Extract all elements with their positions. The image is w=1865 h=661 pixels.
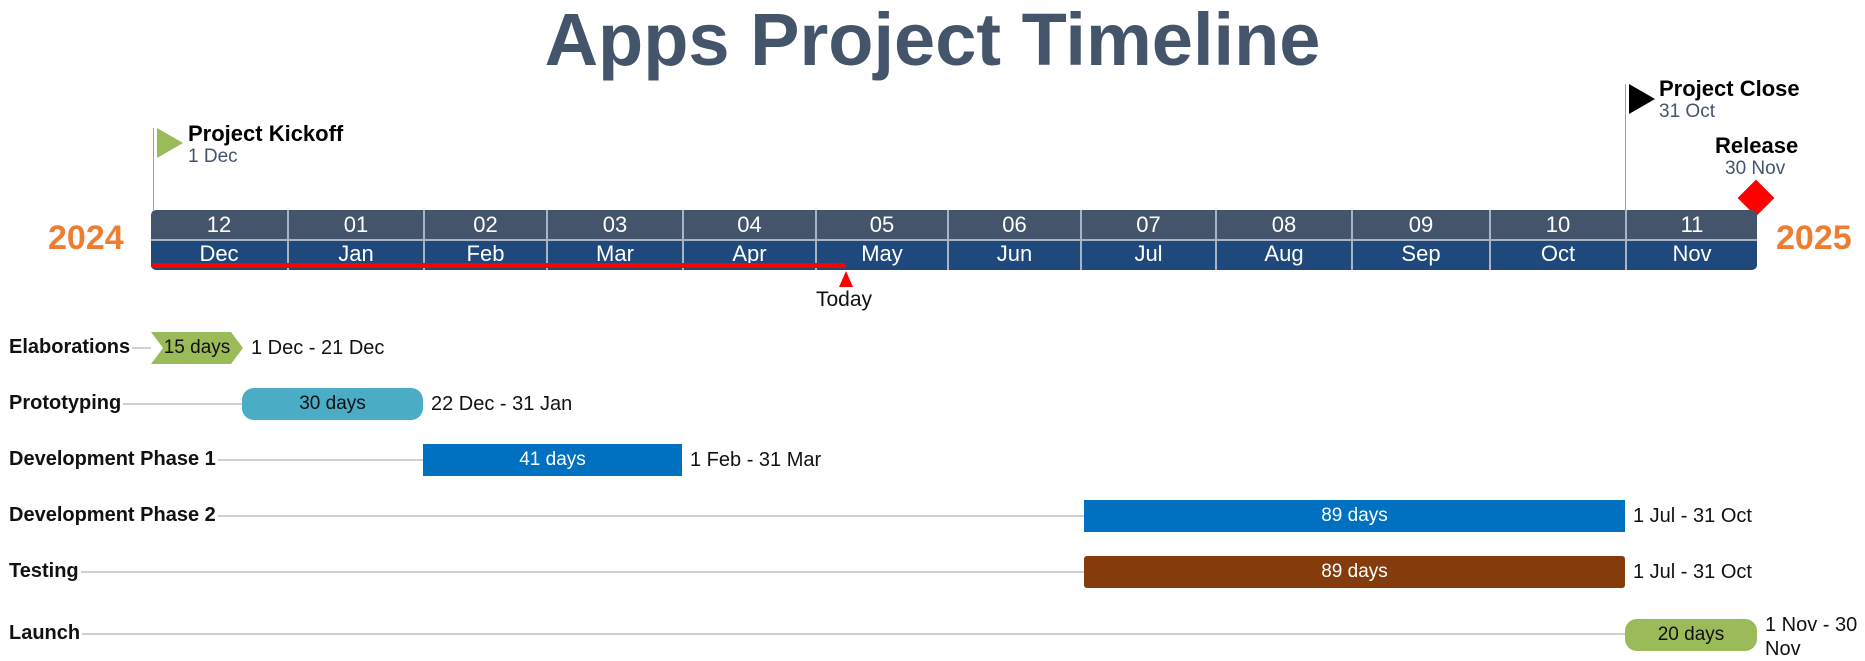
page-title: Apps Project Timeline xyxy=(544,0,1321,81)
timescale-month-name: Feb xyxy=(423,240,546,270)
year-end-label: 2025 xyxy=(1776,219,1852,257)
timescale-month-number: 09 xyxy=(1351,210,1489,240)
task-name: Launch xyxy=(9,622,83,645)
milestone-date: 30 Nov xyxy=(1725,158,1786,179)
task-dates: 1 Dec - 21 Dec xyxy=(251,337,385,359)
year-start-label: 2024 xyxy=(48,219,124,257)
task-dates: 22 Dec - 31 Jan xyxy=(431,393,573,415)
task-dates: 1 Nov - 30 Nov xyxy=(1765,614,1858,660)
task-row-line xyxy=(9,403,242,405)
task-name: Development Phase 2 xyxy=(9,504,218,527)
task-name: Testing xyxy=(9,560,81,583)
flag-pole xyxy=(1625,84,1626,210)
task-dates: 1 Feb - 31 Mar xyxy=(690,449,822,471)
timescale-month-number: 07 xyxy=(1080,210,1215,240)
timescale-month-number: 01 xyxy=(287,210,423,240)
flag-icon xyxy=(1629,84,1655,114)
milestone-title: Release xyxy=(1715,133,1799,158)
timescale-month-name: Apr xyxy=(682,240,815,270)
timescale-month-number: 08 xyxy=(1215,210,1351,240)
timescale-month-name: Dec xyxy=(199,241,239,266)
timescale-month-name: Oct xyxy=(1489,240,1625,270)
task-name: Prototyping xyxy=(9,392,124,415)
timescale-month-name: Jan xyxy=(287,240,423,270)
task-bar[interactable]: 30 days xyxy=(242,388,423,420)
task-row-line xyxy=(9,515,1084,517)
task-name: Development Phase 1 xyxy=(9,448,218,471)
timescale-month-name: Aug xyxy=(1215,240,1351,270)
timescale-month-name: May xyxy=(815,240,947,270)
milestone-title: Project Kickoff xyxy=(188,121,344,146)
timescale-month-name: Sep xyxy=(1351,240,1489,270)
progress-to-today xyxy=(151,263,846,268)
timescale-divider xyxy=(151,239,1757,241)
timescale-month-name: Jun xyxy=(947,240,1080,270)
timescale-month-number: 12 xyxy=(206,212,232,237)
task-row-line xyxy=(9,633,1625,635)
flag-icon xyxy=(157,128,183,158)
timescale-month-name: Jul xyxy=(1080,240,1215,270)
timescale-month-number: 10 xyxy=(1489,210,1625,240)
milestone-date: 1 Dec xyxy=(188,146,238,167)
task-row-line xyxy=(9,571,1084,573)
timescale-month-number: 02 xyxy=(423,210,546,240)
milestone-date: 31 Oct xyxy=(1659,101,1715,122)
timescale-month-name: Nov xyxy=(1625,240,1757,270)
flag-pole xyxy=(153,128,154,210)
task-bar-chevron[interactable] xyxy=(151,332,243,364)
today-marker-icon xyxy=(839,271,853,287)
task-bar[interactable]: 41 days xyxy=(423,444,682,476)
timescale-month-number: 05 xyxy=(815,210,947,240)
task-bar-shape xyxy=(151,332,243,364)
today-label: Today xyxy=(816,288,873,311)
task-bar[interactable]: 89 days xyxy=(1084,500,1625,532)
task-duration: 15 days xyxy=(163,337,231,358)
milestone-title: Project Close xyxy=(1659,76,1800,101)
timescale-month-name: Mar xyxy=(546,240,682,270)
task-bar[interactable]: 20 days xyxy=(1625,619,1757,651)
task-dates: 1 Jul - 31 Oct xyxy=(1633,505,1752,527)
timescale-month-number: 03 xyxy=(546,210,682,240)
timescale-month-number: 06 xyxy=(947,210,1080,240)
timescale-month-number: 11 xyxy=(1625,210,1757,240)
timescale-month-number: 04 xyxy=(682,210,815,240)
task-bar[interactable]: 89 days xyxy=(1084,556,1625,588)
task-name: Elaborations xyxy=(9,336,133,359)
task-dates: 1 Jul - 31 Oct xyxy=(1633,561,1752,583)
